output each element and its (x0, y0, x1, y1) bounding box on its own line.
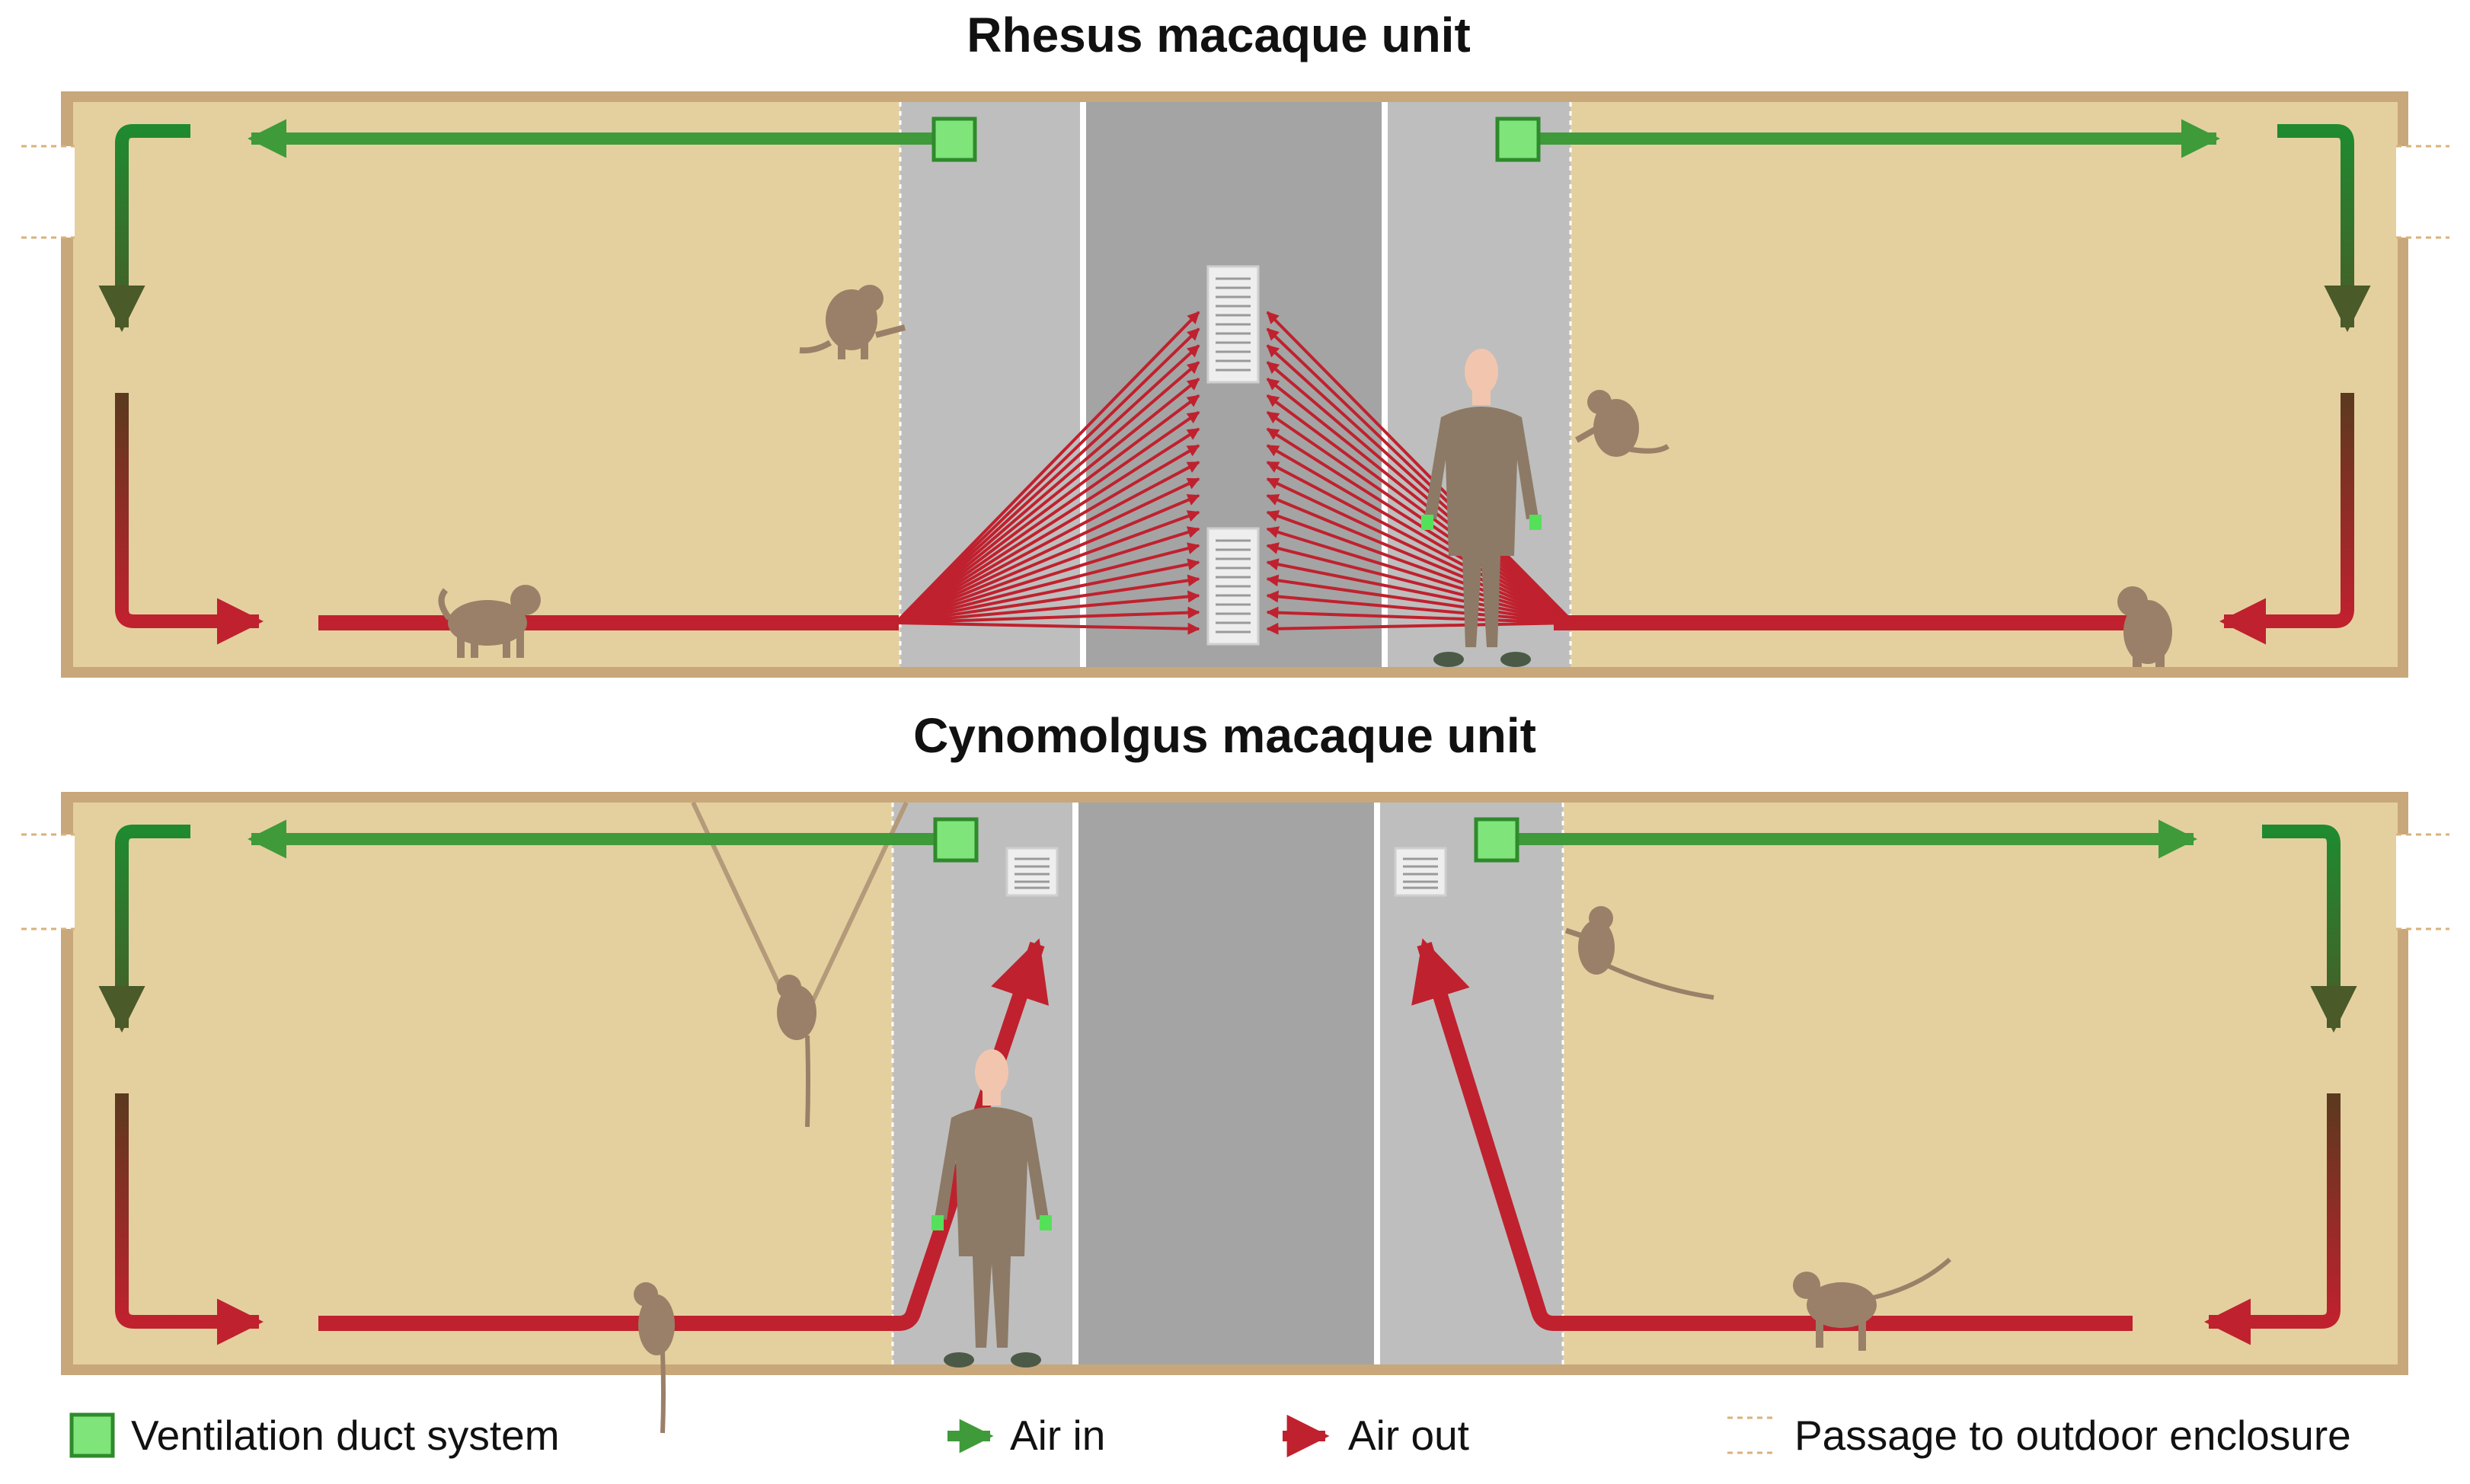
monkey-silhouette (1575, 390, 1670, 457)
rhesus-air-down-arrow-right (2277, 124, 2371, 333)
exhaust-fan-arrow (1266, 590, 1574, 624)
staff-person (1421, 349, 1542, 667)
rhesus-exhaust-fan-arrows (894, 311, 1575, 635)
legend-duct-label: Ventilation duct system (131, 1412, 560, 1459)
staff-person (931, 1049, 1052, 1368)
exhaust-fan-arrow (1266, 461, 1574, 624)
exhaust-fan-arrow (894, 444, 1200, 624)
monkey-silhouette (1564, 906, 1714, 1000)
exhaust-fan-arrow (1266, 526, 1574, 624)
monkey-silhouette (438, 585, 541, 658)
rhesus-air-down-arrow-left (98, 124, 190, 333)
legend-passage-label: Passage to outdoor enclosure (1794, 1412, 2351, 1459)
cyno-exhaust-grille-left (1005, 847, 1059, 897)
rhesus-unit (21, 91, 2449, 678)
legend-air-out-label: Air out (1348, 1412, 1469, 1459)
legend-air-in-label: Air in (1010, 1412, 1105, 1459)
exhaust-fan-arrow (1266, 311, 1575, 624)
exhaust-fan-arrow (1266, 606, 1574, 624)
cyno-right-passage (2396, 833, 2449, 930)
cyno-air-out-arrow-left-corner (115, 1093, 264, 1345)
cynomolgus-unit (21, 792, 2449, 1434)
cyno-air-out-arrow-right-exhaust (1411, 938, 2133, 1331)
exhaust-fan-arrow (1266, 477, 1574, 624)
rhesus-air-out-arrow-right-corner (2219, 393, 2354, 645)
exhaust-fan-arrow (1266, 378, 1575, 624)
exhaust-fan-arrow (1266, 542, 1574, 624)
exhaust-fan-arrow (895, 493, 1200, 624)
cyno-air-out-arrow-right-corner (2203, 1093, 2341, 1345)
monkey-silhouette (777, 975, 816, 1128)
exhaust-fan-arrow (1266, 510, 1574, 624)
cyno-air-out-arrow-left-exhaust (318, 938, 1049, 1331)
rhesus-exhaust-grille-lower (1206, 527, 1260, 646)
monkey-silhouette (2117, 586, 2172, 667)
cynomolgus-unit-title: Cynomolgus macaque unit (913, 708, 1536, 763)
exhaust-fan-arrow (1266, 574, 1574, 624)
rhesus-exhaust-grille-upper (1206, 265, 1260, 384)
cyno-air-down-arrow-left (98, 825, 190, 1033)
exhaust-fan-arrow (894, 427, 1200, 624)
legend-duct-swatch (69, 1412, 115, 1458)
exhaust-fan-arrow (895, 590, 1200, 624)
exhaust-fan-arrow (1266, 394, 1575, 624)
exhaust-fan-arrow (895, 526, 1200, 624)
cyno-left-passage (21, 833, 75, 930)
exhaust-fan-arrow (1266, 327, 1575, 624)
exhaust-fan-arrow (895, 542, 1200, 624)
rhesus-ventilation-duct-left (931, 116, 977, 162)
exhaust-fan-arrow (894, 344, 1200, 624)
exhaust-fan-arrow (895, 606, 1200, 624)
exhaust-fan-arrow (894, 327, 1200, 624)
exhaust-fan-arrow (1266, 344, 1575, 624)
rhesus-left-passage (21, 145, 75, 239)
exhaust-fan-arrow (894, 311, 1200, 624)
cyno-ventilation-duct-left (933, 817, 979, 863)
cyno-right-enclosure (1563, 803, 2398, 1364)
exhaust-fan-arrow (894, 378, 1200, 624)
exhaust-fan-arrow (895, 558, 1200, 624)
rhesus-air-out-arrow-left-corner (115, 393, 264, 645)
exhaust-fan-arrow (1266, 621, 1574, 635)
exhaust-fan-arrow (1266, 410, 1575, 624)
monkey-silhouette (799, 285, 906, 359)
cyno-air-down-arrow-right (2262, 825, 2357, 1033)
exhaust-fan-arrow (894, 410, 1200, 624)
exhaust-fan-arrow (894, 394, 1200, 624)
exhaust-fan-arrow (895, 574, 1200, 624)
rhesus-right-passage (2396, 145, 2449, 239)
rhesus-left-enclosure (73, 102, 900, 667)
monkey-silhouette (634, 1282, 675, 1434)
cyno-exhaust-grille-right (1394, 847, 1447, 897)
exhaust-fan-arrow (895, 461, 1200, 624)
exhaust-fan-arrow (1266, 427, 1575, 624)
exhaust-fan-arrow (895, 621, 1200, 635)
exhaust-fan-arrow (1266, 493, 1574, 624)
exhaust-fan-arrow (895, 477, 1200, 624)
legend: Ventilation duct system Air in Air out P… (69, 1412, 2351, 1459)
exhaust-fan-arrow (1266, 444, 1575, 624)
monkey-silhouette (1793, 1257, 1952, 1351)
cyno-central-corridor (1075, 803, 1377, 1364)
exhaust-fan-arrow (1266, 361, 1575, 624)
exhaust-fan-arrow (895, 510, 1200, 624)
rhesus-unit-title: Rhesus macaque unit (967, 8, 1471, 62)
cyno-left-enclosure (73, 803, 893, 1364)
rhesus-ventilation-duct-right (1495, 116, 1541, 162)
exhaust-fan-arrow (1266, 558, 1574, 624)
cyno-ventilation-duct-right (1474, 817, 1519, 863)
exhaust-fan-arrow (894, 361, 1200, 624)
rhesus-right-enclosure (1571, 102, 2398, 667)
legend-passage-swatch (1727, 1416, 1775, 1454)
